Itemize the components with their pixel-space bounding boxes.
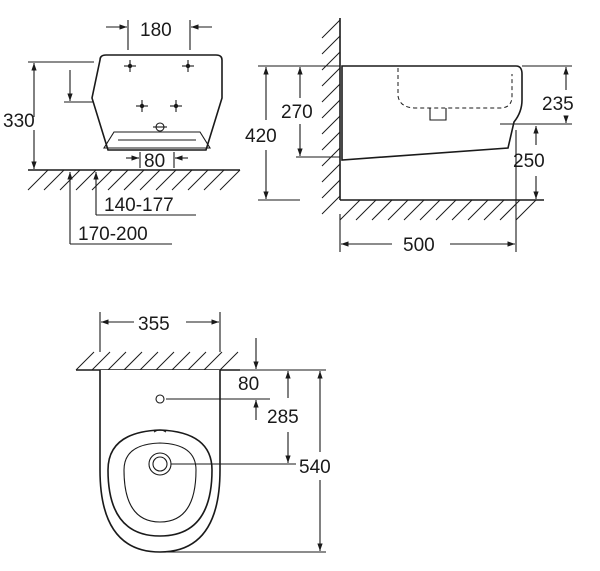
dim-top-hole-offset (166, 338, 270, 420)
front-bidet-base (103, 131, 211, 149)
top-bowl-rim (107, 429, 213, 537)
dim-side-upper-height (296, 67, 340, 158)
label-front-width: 180 (140, 20, 172, 41)
dim-front-range-outer (67, 172, 172, 245)
dim-side-total-height (258, 65, 340, 201)
side-bidet-body (341, 65, 523, 161)
side-wall (321, 18, 341, 215)
front-floor (27, 169, 241, 191)
dim-top-center-offset (171, 369, 296, 465)
top-view: 355 80 285 540 (75, 312, 331, 553)
dim-front-width (106, 20, 212, 50)
label-front-range-inner: 140-177 (104, 195, 174, 216)
label-side-total-height: 420 (245, 126, 277, 147)
front-bidet-body (91, 54, 223, 151)
top-bowl-inner (123, 442, 197, 523)
label-side-depth: 500 (403, 235, 435, 256)
label-front-range-outer: 170-200 (78, 224, 148, 245)
side-view: 420 270 235 250 500 (245, 18, 574, 256)
label-front-height: 330 (3, 111, 35, 132)
dim-front-outlet-spacing (126, 152, 188, 168)
dim-front-range-inner (93, 172, 196, 216)
dim-front-height (28, 61, 94, 169)
top-drain-inner (152, 456, 168, 472)
label-top-length: 540 (299, 457, 331, 478)
label-side-fill-height: 235 (542, 94, 574, 115)
dim-side-fill-height (500, 65, 572, 125)
label-top-center-offset: 285 (267, 407, 299, 428)
dim-side-depth (339, 130, 517, 252)
label-top-hole-offset: 80 (238, 374, 259, 395)
label-top-width: 355 (138, 314, 170, 335)
front-view: 180 330 80 140-177 170-200 (3, 20, 241, 245)
dim-top-length (160, 369, 326, 553)
top-tap-hole (155, 394, 165, 404)
top-wall (75, 351, 240, 371)
label-side-upper-height: 270 (281, 102, 313, 123)
top-bidet-outline (99, 370, 221, 553)
label-front-outlet-spacing: 80 (144, 151, 165, 172)
side-floor (339, 199, 544, 221)
label-side-outlet-height: 250 (513, 151, 545, 172)
side-bowl-hidden (397, 68, 513, 109)
dim-top-width (99, 312, 221, 352)
front-mount-holes (124, 60, 194, 132)
